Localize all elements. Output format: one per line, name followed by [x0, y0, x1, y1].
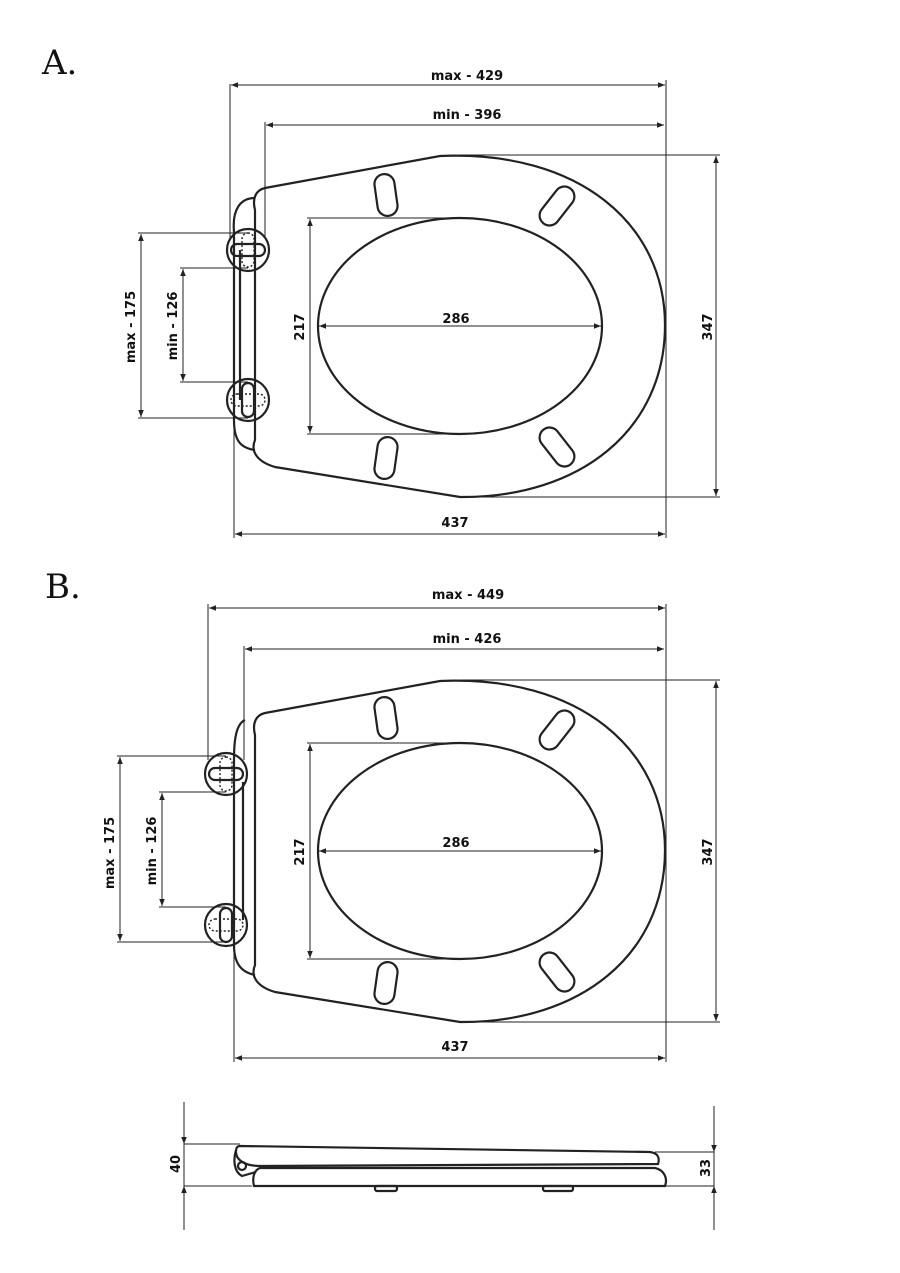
hinge-strip-a [232, 196, 256, 452]
section-b: B. max - 449 min - 426 [45, 567, 720, 1062]
dim-min-width-a: min - 396 [433, 108, 502, 123]
dim-outer-height-a: 347 [701, 313, 716, 340]
dim-outer-width-b: 437 [441, 1040, 468, 1055]
dim-inner-height-b: 217 [293, 838, 308, 865]
section-a: A. max - 429 min - 396 [41, 43, 720, 538]
dim-min-width-b: min - 426 [433, 632, 502, 647]
bumper-slot-top-right-a [538, 185, 576, 227]
side-hinge [233, 1149, 257, 1178]
hinge-fixing-top-b [203, 751, 249, 797]
bumper-slot-top-left-a [373, 173, 399, 217]
bumper-slot-top-left-b [373, 696, 399, 740]
dim-inner-height-a: 217 [293, 313, 308, 340]
seat-outline-b [252, 679, 667, 1024]
bumper-slot-bottom-left-a [373, 436, 399, 480]
hinge-fixing-top-a [225, 227, 271, 273]
dim-inner-width-b: 286 [442, 836, 469, 851]
dim-min-hinge-b: min - 126 [145, 817, 160, 886]
bumper-slot-bottom-right-b [538, 951, 576, 993]
dim-max-width-b: max - 449 [432, 588, 504, 603]
side-bumper-right [541, 1184, 575, 1193]
hinge-strip-b [232, 718, 256, 977]
bumper-slot-bottom-left-b [373, 961, 399, 1005]
section-b-label: B. [45, 567, 81, 607]
dim-max-hinge-a: max - 175 [124, 291, 139, 363]
dim-outer-width-a: 437 [441, 516, 468, 531]
dim-outer-height-b: 347 [701, 838, 716, 865]
side-bumper-left [373, 1184, 399, 1193]
dim-seat-height: 33 [699, 1159, 714, 1177]
bumper-slot-top-right-b [538, 709, 576, 751]
dim-inner-width-a: 286 [442, 312, 469, 327]
hinge-fixing-bottom-a [225, 377, 271, 423]
hinge-fixing-bottom-b [203, 902, 249, 948]
bumper-slot-bottom-right-a [538, 426, 576, 468]
dim-total-height: 40 [169, 1155, 184, 1173]
section-a-label: A. [41, 43, 77, 83]
side-view: 40 33 [169, 1102, 717, 1230]
dim-min-hinge-a: min - 126 [166, 292, 181, 361]
dim-max-hinge-b: max - 175 [103, 817, 118, 889]
side-seat [252, 1166, 668, 1188]
side-lid [234, 1144, 660, 1168]
dim-max-width-a: max - 429 [431, 69, 503, 84]
side-hinge-pin [236, 1160, 248, 1172]
